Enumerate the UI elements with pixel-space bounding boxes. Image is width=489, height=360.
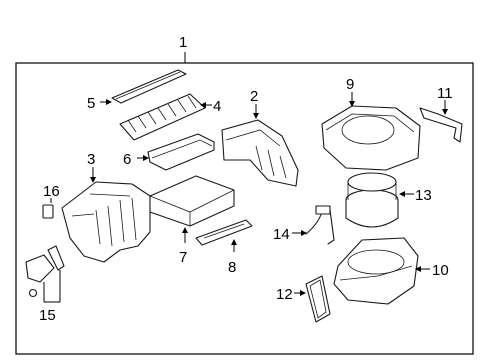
callout-10: 10 (432, 262, 449, 279)
callout-2: 2 (250, 88, 258, 105)
callout-12: 12 (276, 286, 293, 303)
callout-15: 15 (39, 307, 56, 324)
part-5-filter-cover (111, 69, 187, 104)
callout-5: 5 (87, 95, 95, 112)
callout-11: 11 (437, 85, 453, 102)
part-15-actuator (25, 245, 65, 298)
assembly-frame (15, 62, 474, 355)
callout-16: 16 (43, 183, 60, 200)
callout-8: 8 (228, 259, 236, 276)
callout-4: 4 (213, 98, 221, 115)
part-9-blower-upper-housing (321, 105, 421, 171)
callout-6: 6 (123, 151, 131, 168)
part-11-bracket (419, 107, 463, 143)
part-13-blower-motor (345, 172, 399, 228)
part-12-gasket (305, 275, 331, 323)
part-14-harness (305, 205, 335, 245)
part-2-duct-housing (221, 119, 299, 187)
callout-9: 9 (346, 76, 354, 93)
part-8-filter-frame (195, 219, 253, 246)
part-4-pleated-filter (119, 93, 206, 141)
callout-14: 14 (273, 226, 290, 243)
callout-3: 3 (87, 151, 95, 168)
part-16-clip (42, 204, 54, 219)
callout-1: 1 (179, 34, 187, 51)
part-10-blower-lower-housing (333, 237, 419, 305)
part-7-cabin-filter (149, 175, 235, 227)
part-6-filter-housing (147, 133, 215, 171)
callout-13: 13 (415, 187, 432, 204)
callout-7: 7 (179, 249, 187, 266)
part-3-hvac-case (61, 181, 151, 263)
